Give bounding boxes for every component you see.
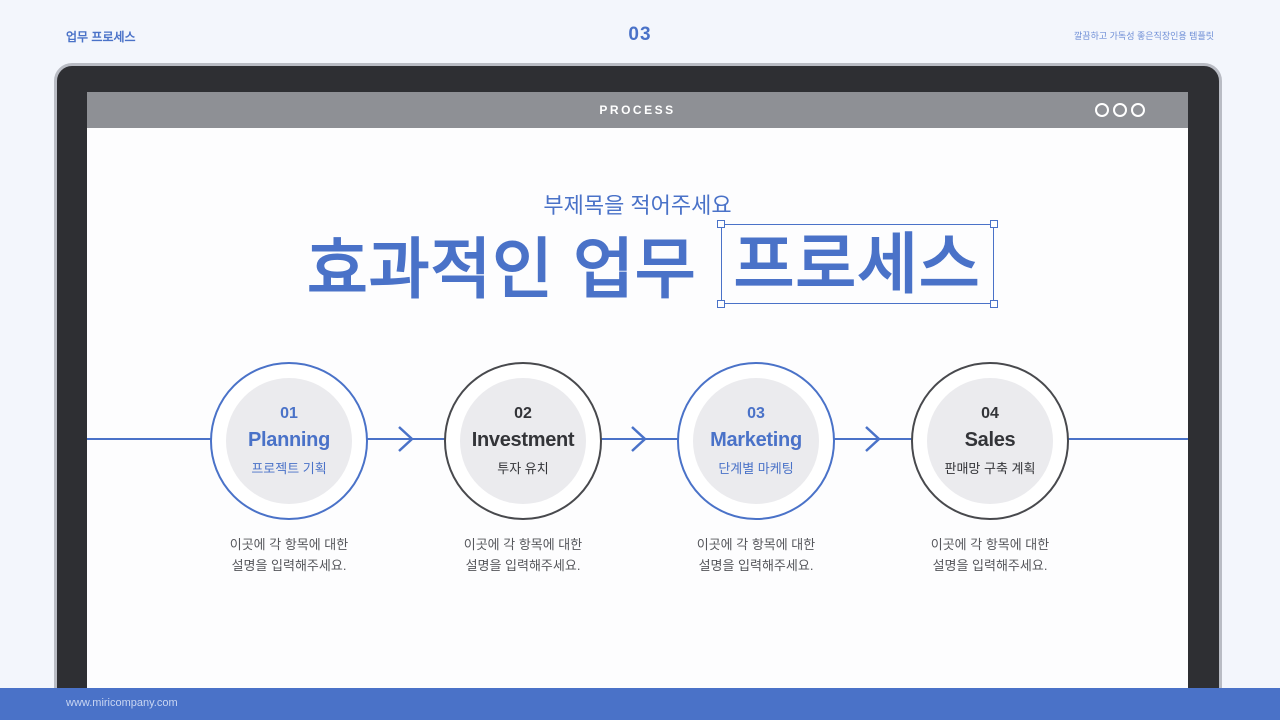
step-name: Marketing	[710, 429, 802, 451]
description-line: 이곳에 각 항목에 대한	[696, 537, 816, 552]
step-investment: 02 Investment 투자 유치	[444, 362, 602, 520]
selection-handle-icon	[716, 300, 725, 308]
window-dot-icon	[1113, 103, 1127, 117]
description-line: 이곳에 각 항목에 대한	[463, 537, 583, 552]
step-description: 이곳에 각 항목에 대한 설명을 입력해주세요.	[423, 534, 623, 576]
headline-plain: 효과적인 업무	[307, 232, 697, 306]
step-korean-label: 프로젝트 기획	[251, 461, 327, 476]
window-dot-icon	[1131, 103, 1145, 117]
selection-handle-icon	[716, 220, 725, 228]
step-name: Planning	[247, 429, 331, 451]
step-number: 03	[747, 405, 765, 422]
header-template-caption: 깔끔하고 가독성 좋은직장인용 템플릿	[1074, 31, 1214, 41]
headline-boxed: 프로세스	[716, 220, 998, 308]
description-line: 이곳에 각 항목에 대한	[930, 537, 1050, 552]
window-title: PROCESS	[599, 103, 676, 117]
description-line: 설명을 입력해주세요.	[932, 558, 1048, 573]
step-inner-circle: 03 Marketing 단계별 마케팅	[693, 378, 819, 504]
step-description: 이곳에 각 항목에 대한 설명을 입력해주세요.	[656, 534, 856, 576]
step-korean-label: 단계별 마케팅	[718, 461, 794, 476]
step-korean-label: 판매망 구축 계획	[944, 461, 1036, 476]
step-korean-label: 투자 유치	[497, 461, 549, 476]
footer-url: www.miricompany.com	[66, 697, 178, 709]
arrow-right-icon	[398, 426, 414, 452]
step-number: 04	[981, 405, 999, 422]
headline: 효과적인 업무 프로세스	[307, 220, 998, 308]
headline-boxed-text: 프로세스	[733, 227, 981, 301]
step-inner-circle: 02 Investment 투자 유치	[460, 378, 586, 504]
arrow-right-icon	[865, 426, 881, 452]
step-inner-circle: 01 Planning 프로젝트 기획	[226, 378, 352, 504]
step-name: Sales	[964, 429, 1016, 451]
step-planning: 01 Planning 프로젝트 기획	[210, 362, 368, 520]
step-number: 01	[280, 405, 298, 422]
subtitle: 부제목을 적어주세요	[543, 193, 732, 218]
window-dot-icon	[1095, 103, 1109, 117]
step-marketing: 03 Marketing 단계별 마케팅	[677, 362, 835, 520]
step-inner-circle: 04 Sales 판매망 구축 계획	[927, 378, 1053, 504]
step-number: 02	[514, 405, 532, 422]
page-number: 03	[628, 24, 652, 45]
laptop-screen: PROCESS 부제목을 적어주세요 효과적인 업무 프로세스 01 Plann…	[87, 92, 1188, 688]
step-name: Investment	[471, 429, 575, 451]
header-section-title: 업무 프로세스	[66, 30, 136, 44]
window-controls	[1095, 103, 1145, 117]
arrow-right-icon	[631, 426, 647, 452]
description-line: 설명을 입력해주세요.	[465, 558, 581, 573]
footer-bar: www.miricompany.com	[0, 688, 1280, 720]
description-line: 이곳에 각 항목에 대한	[229, 537, 349, 552]
description-line: 설명을 입력해주세요.	[698, 558, 814, 573]
step-description: 이곳에 각 항목에 대한 설명을 입력해주세요.	[890, 534, 1090, 576]
selection-handle-icon	[989, 220, 998, 228]
window-title-bar: PROCESS	[87, 92, 1188, 128]
description-line: 설명을 입력해주세요.	[231, 558, 347, 573]
step-sales: 04 Sales 판매망 구축 계획	[911, 362, 1069, 520]
step-description: 이곳에 각 항목에 대한 설명을 입력해주세요.	[189, 534, 389, 576]
selection-handle-icon	[989, 300, 998, 308]
